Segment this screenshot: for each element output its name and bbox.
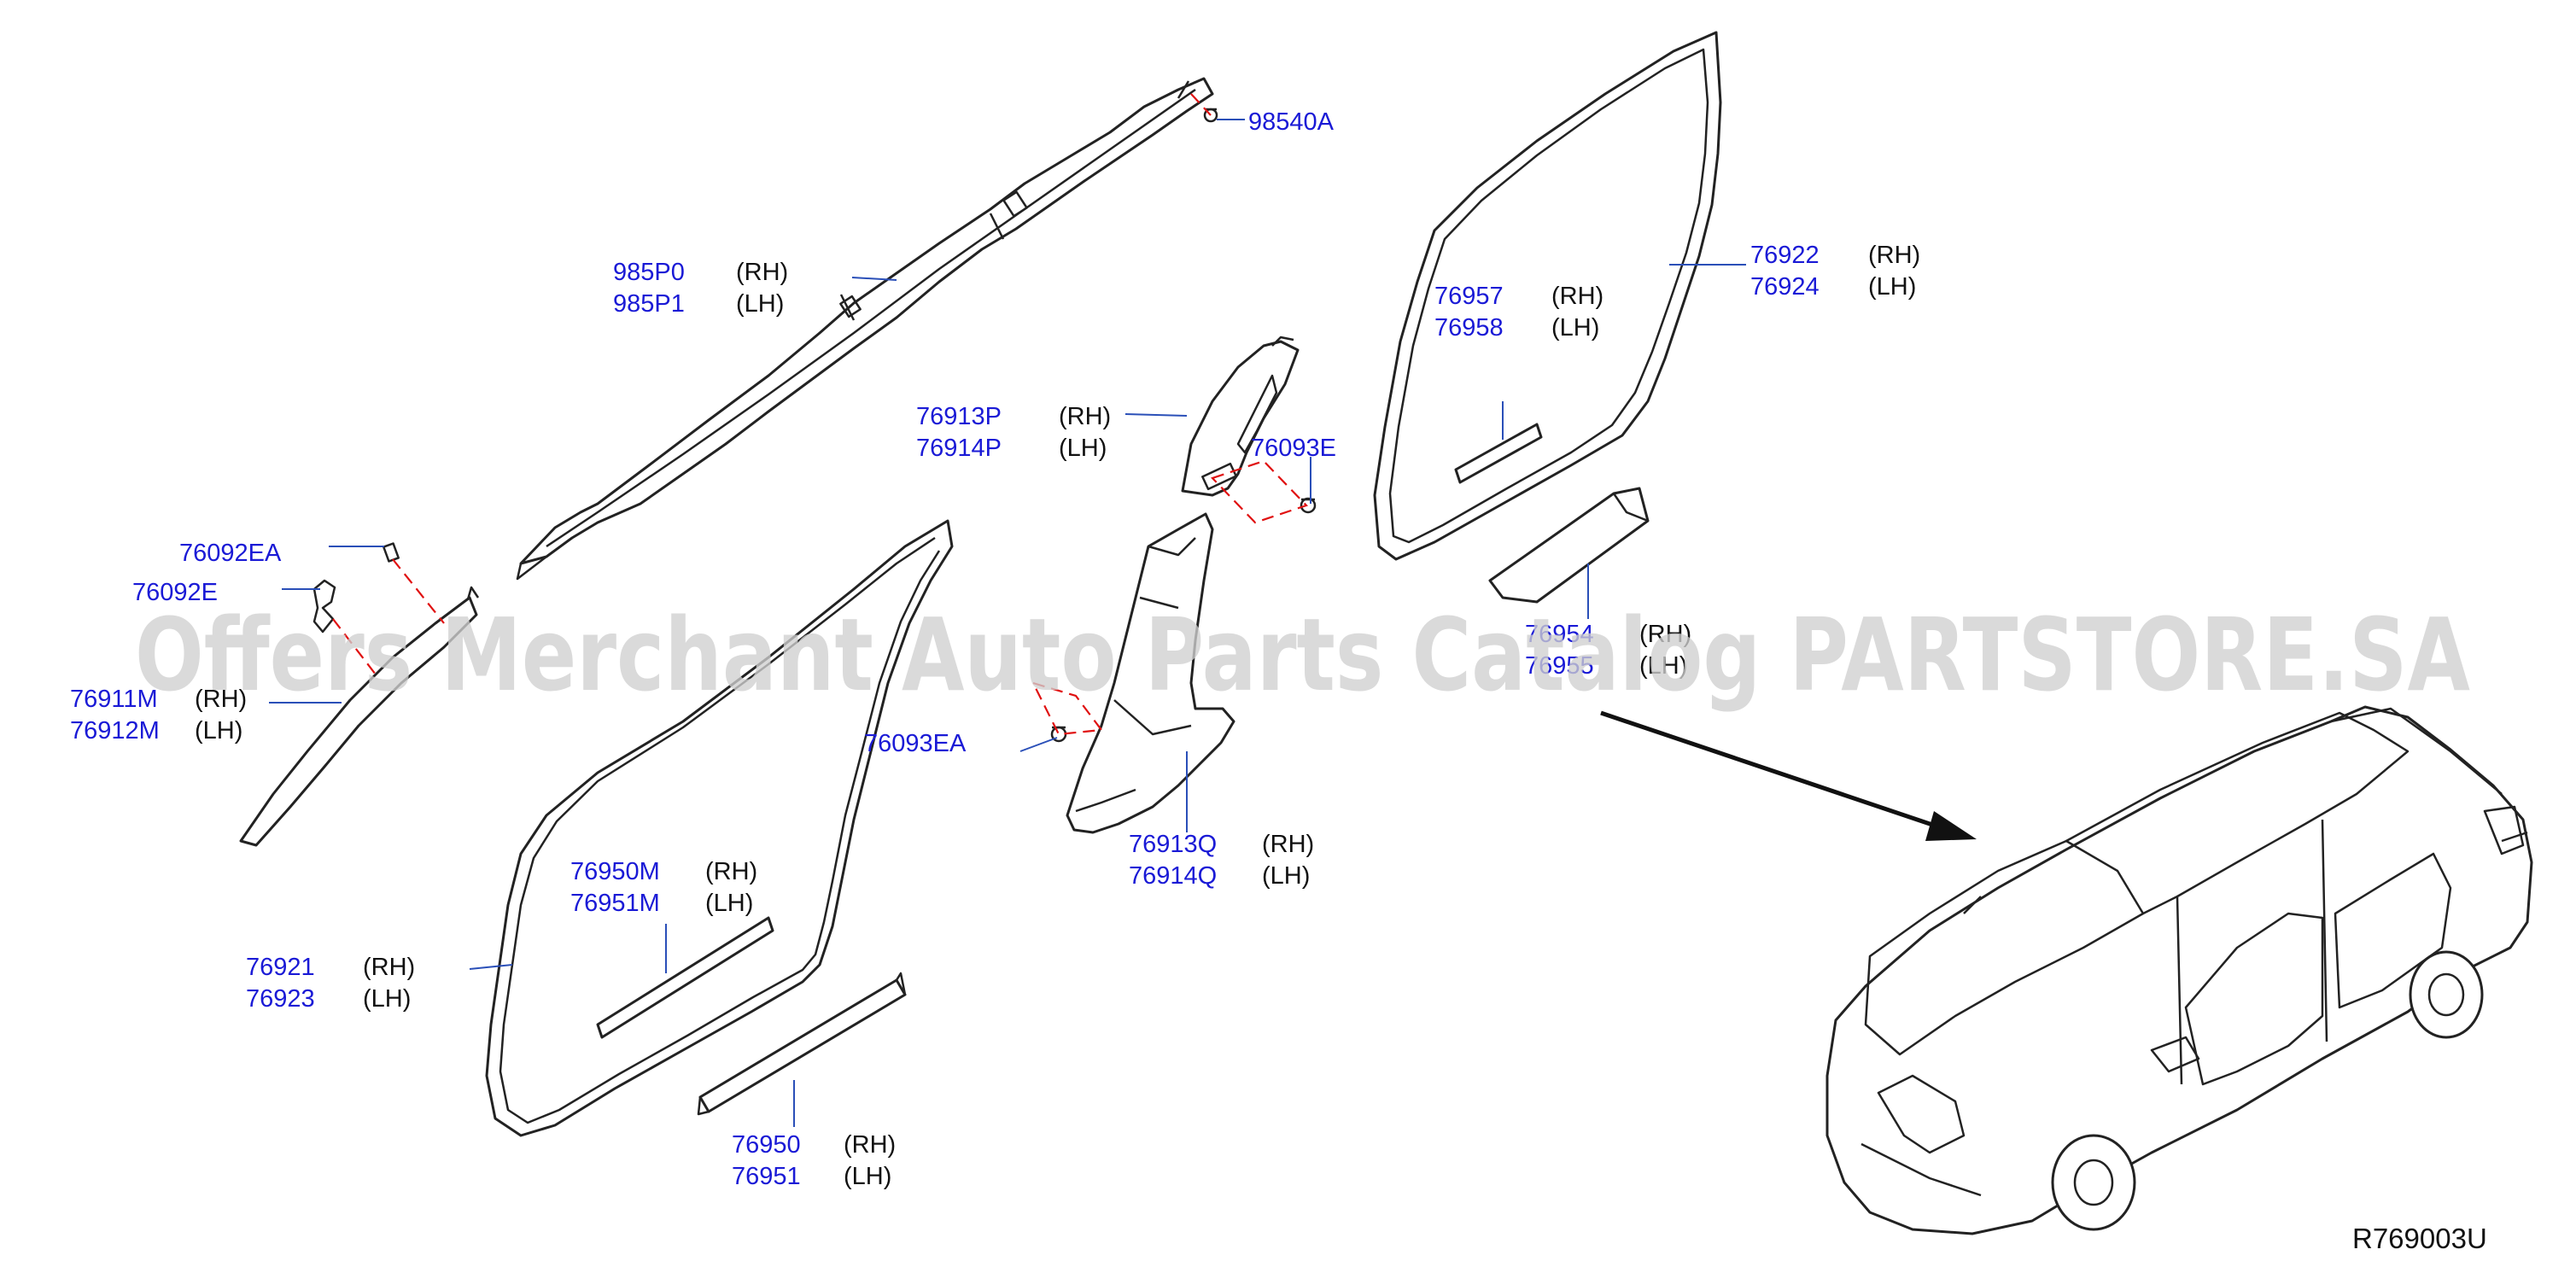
callout-76911m[interactable]: 76911M 76912M (RH) (LH) xyxy=(70,686,247,744)
callout-labels: 98540A 985P0 985P1 (RH) (LH) 76922 76924 (RH) (L… xyxy=(70,108,1920,1190)
front-kicking-plate-inner[interactable] xyxy=(596,916,774,1039)
part-number[interactable]: 76951M xyxy=(570,890,660,917)
clip-98540a[interactable] xyxy=(1203,108,1218,123)
part-number[interactable]: 76954 xyxy=(1525,621,1594,648)
rear-door-welt[interactable] xyxy=(1373,31,1722,561)
part-number[interactable]: 76092E xyxy=(132,579,218,606)
clip-76092ea[interactable] xyxy=(383,542,400,563)
side-label: (RH) xyxy=(1551,283,1603,310)
leader-lines xyxy=(269,119,1746,1127)
side-label: (LH) xyxy=(1639,652,1687,680)
rear-kicking-plate-inner[interactable] xyxy=(1454,423,1543,484)
callout-76913p[interactable]: 76913P 76914P (RH) (LH) xyxy=(916,403,1111,462)
part-number[interactable]: 76950M xyxy=(570,858,660,885)
callout-98540a[interactable]: 98540A xyxy=(1248,108,1335,136)
part-number[interactable]: 98540A xyxy=(1248,108,1335,136)
clip-76092e[interactable] xyxy=(313,579,336,634)
callout-76950[interactable]: 76950 76951 (RH) (LH) xyxy=(732,1131,896,1190)
part-number[interactable]: 76912M xyxy=(70,717,160,744)
vehicle-illustration xyxy=(1825,705,2533,1235)
curtain-airbag[interactable] xyxy=(516,77,1214,581)
assembly-guides xyxy=(332,93,1308,736)
side-label: (RH) xyxy=(844,1131,896,1159)
part-number[interactable]: 985P1 xyxy=(613,290,685,318)
callout-76092e[interactable]: 76092E xyxy=(132,579,218,606)
side-label: (LH) xyxy=(1551,314,1599,342)
side-label: (RH) xyxy=(1059,403,1111,430)
center-pillar-lower-trim[interactable] xyxy=(1066,512,1235,834)
side-label: (LH) xyxy=(1868,273,1916,301)
front-kicking-plate[interactable] xyxy=(697,972,907,1116)
side-label: (RH) xyxy=(705,858,757,885)
part-number[interactable]: 76951 xyxy=(732,1163,801,1190)
side-label: (RH) xyxy=(363,954,415,981)
front-pillar-trim[interactable] xyxy=(239,586,480,847)
reference-code: R769003U xyxy=(2352,1223,2487,1254)
side-label: (RH) xyxy=(1639,621,1691,648)
side-label: (RH) xyxy=(195,686,247,713)
part-number[interactable]: 76913Q xyxy=(1129,831,1217,858)
part-number[interactable]: 985P0 xyxy=(613,259,685,286)
rear-pillar-upper-trim[interactable] xyxy=(1181,336,1300,497)
part-number[interactable]: 76923 xyxy=(246,985,315,1013)
callout-76093ea[interactable]: 76093EA xyxy=(864,730,967,757)
callout-76092ea[interactable]: 76092EA xyxy=(179,540,282,567)
callout-76913q[interactable]: 76913Q 76914Q (RH) (LH) xyxy=(1129,831,1314,890)
part-number[interactable]: 76093EA xyxy=(864,730,967,757)
part-number[interactable]: 76914Q xyxy=(1129,862,1217,890)
callout-76954[interactable]: 76954 76955 (RH) (LH) xyxy=(1525,621,1691,680)
callout-76093e[interactable]: 76093E xyxy=(1251,435,1336,462)
part-number[interactable]: 76922 xyxy=(1750,242,1820,269)
callout-76950m[interactable]: 76950M 76951M (RH) (LH) xyxy=(570,858,757,917)
part-number[interactable]: 76911M xyxy=(70,686,158,713)
callout-76922[interactable]: 76922 76924 (RH) (LH) xyxy=(1750,242,1920,301)
side-label: (LH) xyxy=(1262,862,1310,890)
side-label: (LH) xyxy=(363,985,411,1013)
rear-kicking-plate[interactable] xyxy=(1488,487,1650,604)
callout-76921[interactable]: 76921 76923 (RH) (LH) xyxy=(246,954,415,1013)
front-door-welt[interactable] xyxy=(485,519,954,1137)
part-number[interactable]: 76921 xyxy=(246,954,315,981)
part-number[interactable]: 76913P xyxy=(916,403,1002,430)
location-arrow xyxy=(1600,710,1977,841)
side-label: (RH) xyxy=(1262,831,1314,858)
part-number[interactable]: 76924 xyxy=(1750,273,1820,301)
part-number[interactable]: 76093E xyxy=(1251,435,1336,462)
side-label: (LH) xyxy=(195,717,242,744)
callout-76957[interactable]: 76957 76958 (RH) (LH) xyxy=(1434,283,1603,342)
side-label: (LH) xyxy=(844,1163,891,1190)
callout-985p0[interactable]: 985P0 985P1 (RH) (LH) xyxy=(613,259,788,318)
side-label: (LH) xyxy=(736,290,784,318)
side-label: (LH) xyxy=(705,890,753,917)
side-label: (RH) xyxy=(736,259,788,286)
side-label: (LH) xyxy=(1059,435,1107,462)
part-number[interactable]: 76914P xyxy=(916,435,1002,462)
part-number[interactable]: 76092EA xyxy=(179,540,282,567)
part-number[interactable]: 76955 xyxy=(1525,652,1594,680)
part-number[interactable]: 76950 xyxy=(732,1131,801,1159)
clip-76093e[interactable] xyxy=(1300,497,1317,514)
part-number[interactable]: 76957 xyxy=(1434,283,1504,310)
part-number[interactable]: 76958 xyxy=(1434,314,1504,342)
side-label: (RH) xyxy=(1868,242,1920,269)
watermark-text: Offers Merchant Auto Parts Catalog PARTS… xyxy=(135,596,2470,714)
